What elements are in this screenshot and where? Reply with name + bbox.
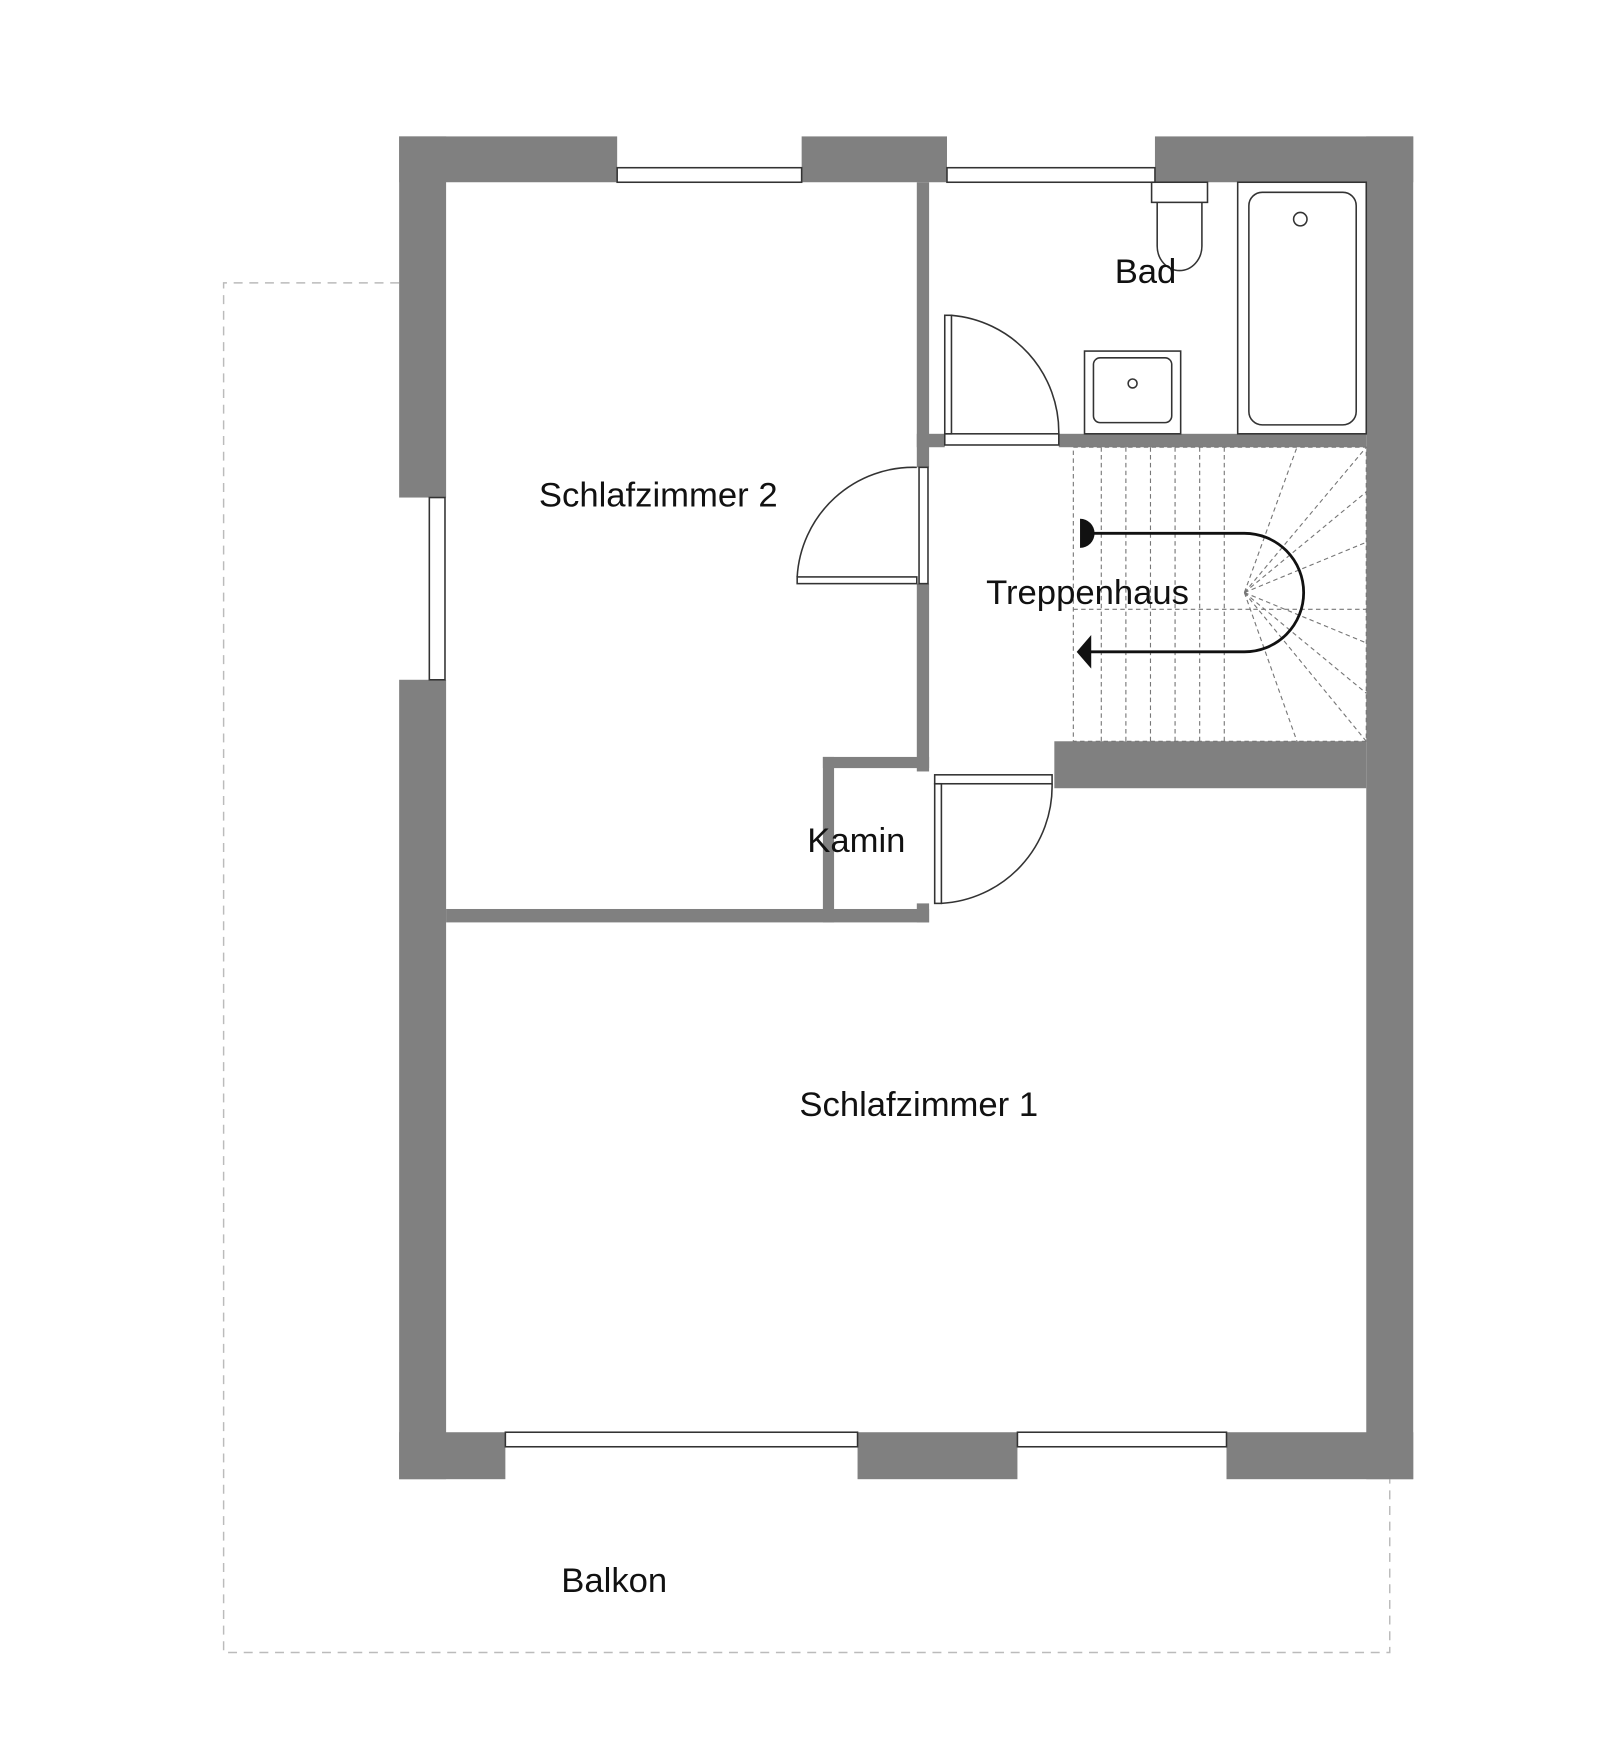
staircase bbox=[1072, 446, 1367, 742]
balcony-outline bbox=[222, 282, 1391, 1654]
toilet-icon bbox=[1150, 181, 1209, 272]
room-label-balcony: Balkon bbox=[561, 1562, 667, 1600]
stair-start-icon bbox=[1080, 518, 1095, 548]
stair-tread bbox=[1243, 447, 1298, 593]
bathtub-icon bbox=[1236, 181, 1368, 435]
interior-walls bbox=[446, 182, 1367, 923]
stair-tread bbox=[1243, 446, 1367, 593]
stair-tread bbox=[1244, 592, 1367, 644]
stair-tread bbox=[1244, 541, 1367, 594]
room-label-stairwell: Treppenhaus bbox=[986, 574, 1189, 612]
stair-tread bbox=[1244, 592, 1367, 694]
stair-tread bbox=[1243, 592, 1367, 742]
doors bbox=[796, 314, 1060, 905]
windows bbox=[428, 166, 1228, 1448]
room-label-chimney: Kamin bbox=[807, 822, 905, 860]
room-label-bathroom: Bad bbox=[1115, 253, 1177, 291]
room-label-bedroom2: Schlafzimmer 2 bbox=[539, 476, 778, 514]
arrow-left-icon bbox=[1076, 635, 1092, 669]
stair-tread bbox=[1243, 592, 1298, 742]
stair-tread bbox=[1244, 491, 1367, 594]
sink-icon bbox=[1083, 350, 1182, 435]
room-label-bedroom1: Schlafzimmer 1 bbox=[799, 1086, 1038, 1124]
outer-walls bbox=[399, 136, 1414, 1480]
